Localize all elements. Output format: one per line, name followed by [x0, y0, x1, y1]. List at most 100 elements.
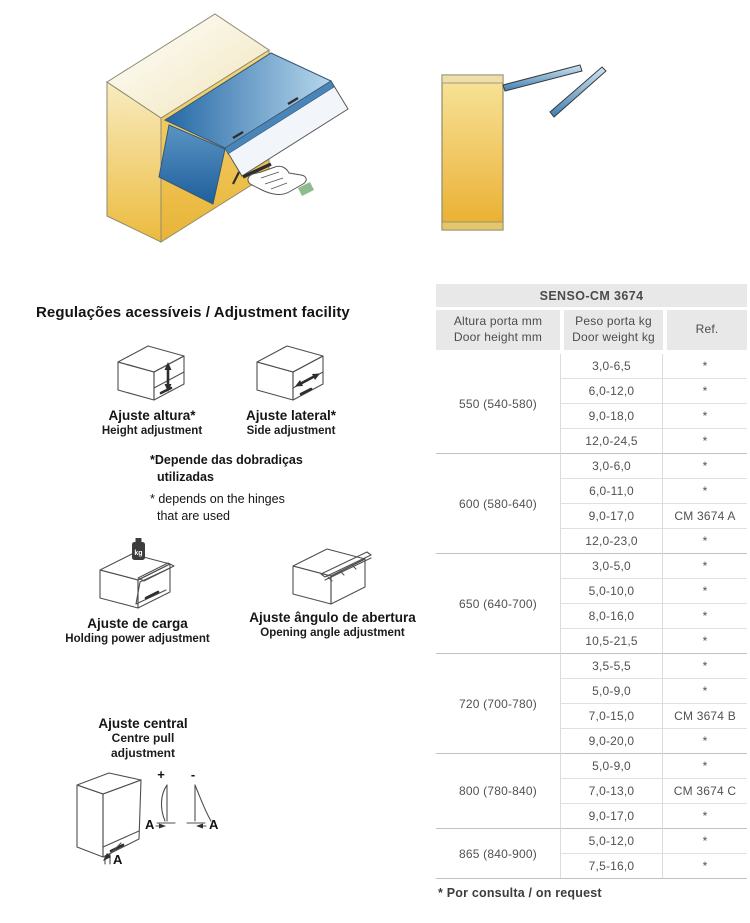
table-row: 10,5-21,5*: [436, 628, 748, 653]
figure-side-adjustment: Ajuste lateral* Side adjustment: [226, 342, 356, 437]
senso-table: SENSO-CM 3674 Altura porta mm Door heigh…: [436, 284, 748, 879]
ref-cell: CM 3674 A: [663, 503, 748, 528]
door-weight-cell: 5,0-9,0: [560, 753, 663, 778]
door-weight-cell: 7,0-13,0: [560, 778, 663, 803]
cabinet-liftup-door-illustration: [106, 13, 349, 243]
table-footnote: * Por consulta / on request: [438, 886, 602, 900]
dim-a-label-cabinet: A: [113, 852, 123, 865]
table-row: 600 (580-640) 3,0-6,0 *: [436, 453, 748, 553]
table-row: 720 (700-780) 3,5-5,5 *: [436, 653, 748, 753]
ref-cell: *: [663, 803, 748, 828]
minus-mark: -: [191, 767, 195, 782]
dim-a-label-minus: A: [209, 817, 219, 832]
ref-cell: *: [663, 678, 748, 703]
centre-pull-label-pt: Ajuste central: [98, 716, 188, 731]
ref-cell: *: [663, 728, 748, 753]
ref-cell: *: [663, 753, 748, 778]
plus-mark: +: [157, 767, 165, 782]
figure-centre-pull-adjustment: Ajuste central Centre pull adjustment A …: [48, 716, 238, 865]
ref-cell: *: [663, 628, 748, 653]
table-row: 9,0-17,0*: [436, 803, 748, 828]
adjustments-heading: Regulações acessíveis / Adjustment facil…: [36, 304, 350, 321]
table-row: 865 (840-900) 5,0-12,0 *: [436, 828, 748, 878]
table-row: 9,0-20,0*: [436, 728, 748, 753]
hinge-dependency-note: *Depende das dobradiças utilizadas * dep…: [150, 452, 303, 525]
door-weight-cell: 5,0-10,0: [560, 578, 663, 603]
table-row: 7,5-16,0*: [436, 853, 748, 878]
table-row: 6,0-12,0*: [436, 378, 748, 403]
holding-power-label-en: Holding power adjustment: [65, 633, 210, 645]
door-height-cell: 865 (840-900): [436, 828, 560, 878]
table-row: 5,0-9,0*: [436, 678, 748, 703]
kg-weight-label: kg: [134, 550, 142, 557]
centre-pull-label-en-line1: Centre pull: [111, 731, 175, 745]
figure-opening-angle-adjustment: Ajuste ângulo de abertura Opening angle …: [235, 540, 430, 639]
centre-pull-label-en-line2: adjustment: [110, 746, 175, 760]
door-weight-cell: 7,5-16,0: [560, 853, 663, 878]
ref-cell: *: [663, 528, 748, 553]
door-weight-cell: 8,0-16,0: [560, 603, 663, 628]
door-weight-cell: 9,0-17,0: [560, 503, 663, 528]
ref-cell: CM 3674 B: [663, 703, 748, 728]
figure-holding-power-adjustment: kg Ajuste de carga Holding power adjustm…: [55, 538, 220, 645]
door-side-view-illustration: [441, 64, 607, 231]
ref-cell: *: [663, 553, 748, 578]
door-weight-cell: 5,0-9,0: [560, 678, 663, 703]
door-weight-cell: 12,0-23,0: [560, 528, 663, 553]
door-weight-cell: 12,0-24,5: [560, 428, 663, 453]
ref-cell: *: [663, 653, 748, 678]
holding-power-label-pt: Ajuste de carga: [87, 616, 188, 631]
ref-cell: *: [663, 578, 748, 603]
table-title: SENSO-CM 3674: [436, 284, 748, 310]
door-height-cell: 650 (640-700): [436, 553, 560, 653]
ref-cell: *: [663, 603, 748, 628]
ref-cell: *: [663, 853, 748, 878]
ref-cell: *: [663, 478, 748, 503]
column-header-door-height: Altura porta mm Door height mm: [436, 310, 560, 354]
opening-angle-adjustment-icon: [292, 548, 372, 605]
door-height-cell: 600 (580-640): [436, 453, 560, 553]
height-adjustment-icon: [117, 345, 185, 401]
hinge-note-pt-line1: *Depende das dobradiças: [150, 453, 303, 467]
table-row: 12,0-24,5*: [436, 428, 748, 453]
ref-cell: CM 3674 C: [663, 778, 748, 803]
door-weight-cell: 3,5-5,5: [560, 653, 663, 678]
table-row: 800 (780-840) 5,0-9,0 *: [436, 753, 748, 828]
door-weight-cell: 9,0-17,0: [560, 803, 663, 828]
table-row: 6,0-11,0*: [436, 478, 748, 503]
holding-power-adjustment-icon: kg: [99, 538, 175, 609]
side-adjustment-label-en: Side adjustment: [246, 425, 336, 437]
door-weight-cell: 3,0-5,0: [560, 553, 663, 578]
door-weight-cell: 10,5-21,5: [560, 628, 663, 653]
side-adjustment-icon: [256, 345, 324, 401]
door-weight-cell: 3,0-6,0: [560, 453, 663, 478]
door-height-cell: 800 (780-840): [436, 753, 560, 828]
hinge-note-en-line1: * depends on the hinges: [150, 492, 285, 506]
door-weight-cell: 6,0-11,0: [560, 478, 663, 503]
hinge-note-en-line2: that are used: [157, 509, 230, 523]
ref-cell: *: [663, 428, 748, 453]
side-adjustment-label-pt: Ajuste lateral*: [245, 408, 337, 423]
door-height-cell: 550 (540-580): [436, 354, 560, 453]
table-row: 650 (640-700) 3,0-5,0 *: [436, 553, 748, 653]
table-row: 550 (540-580) 3,0-6,5 *: [436, 354, 748, 453]
centre-pull-adjustment-diagram: A + A - A: [76, 767, 219, 865]
ref-cell: *: [663, 403, 748, 428]
ref-cell: *: [663, 378, 748, 403]
door-weight-cell: 5,0-12,0: [560, 828, 663, 853]
column-header-ref: Ref.: [663, 310, 748, 354]
opening-angle-label-en: Opening angle adjustment: [260, 627, 405, 639]
door-weight-cell: 9,0-18,0: [560, 403, 663, 428]
column-header-door-weight: Peso porta kg Door weight kg: [560, 310, 663, 354]
door-height-cell: 720 (700-780): [436, 653, 560, 753]
ref-cell: *: [663, 828, 748, 853]
dim-a-label-plus: A: [145, 817, 155, 832]
door-weight-cell: 9,0-20,0: [560, 728, 663, 753]
opening-angle-label-pt: Ajuste ângulo de abertura: [249, 610, 416, 625]
table-row: 12,0-23,0*: [436, 528, 748, 553]
height-adjustment-label-en: Height adjustment: [101, 425, 203, 437]
table-row: 9,0-18,0*: [436, 403, 748, 428]
